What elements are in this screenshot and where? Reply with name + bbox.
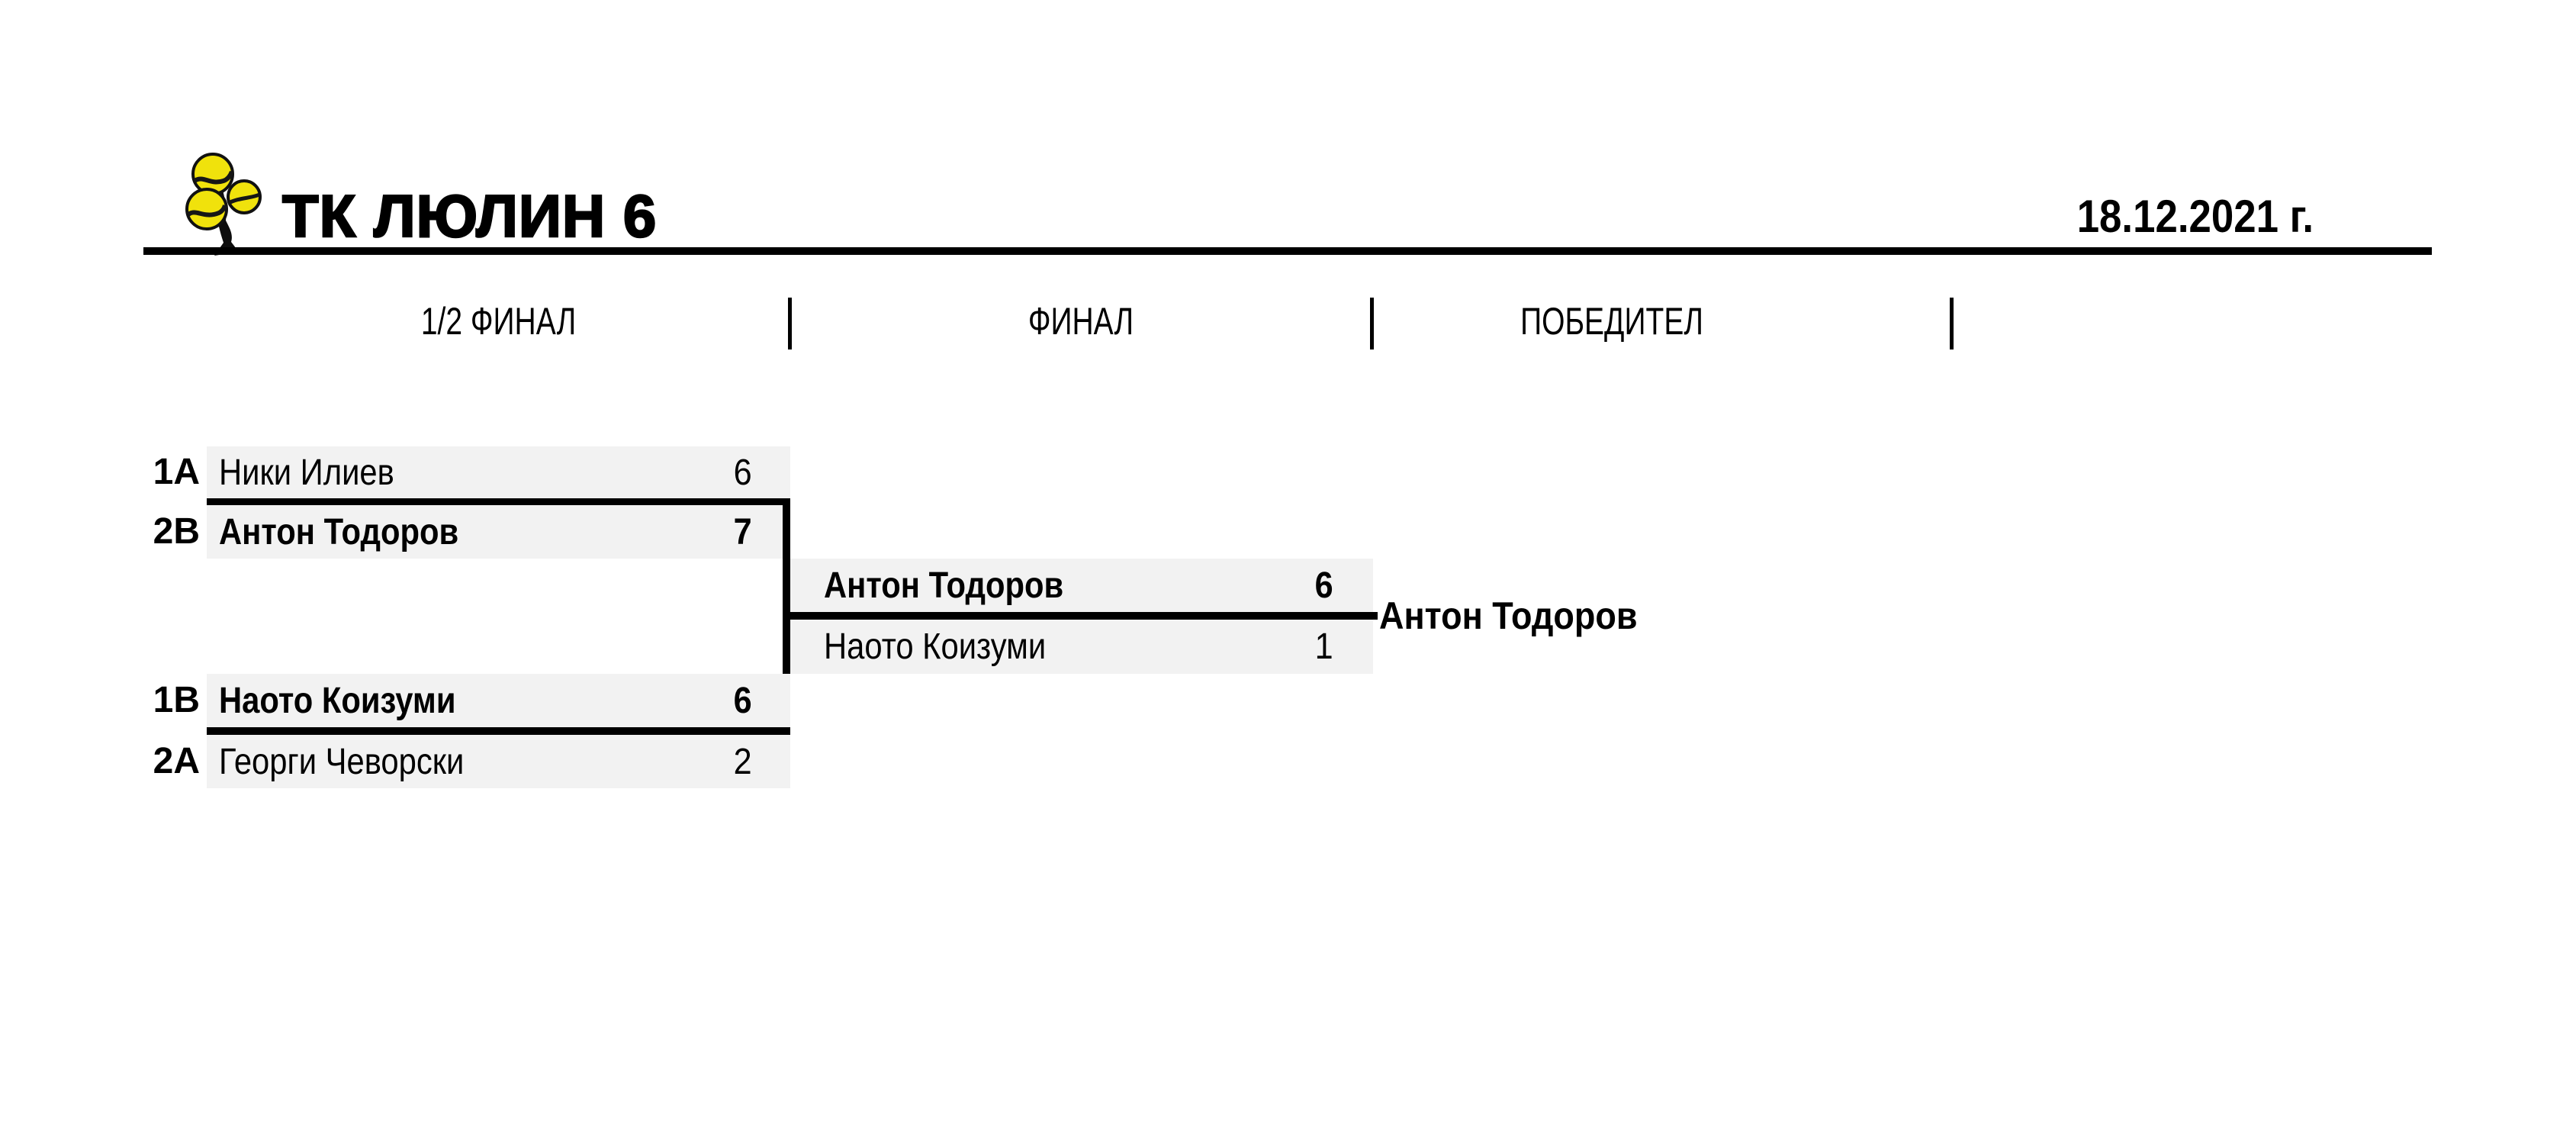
player-name: Наото Коизуми <box>824 626 1047 667</box>
final-match: Антон Тодоров 6 Наото Коизуми 1 <box>790 559 1378 674</box>
winner-line <box>207 727 790 735</box>
semifinal-2-match: Наото Коизуми 6 Георги Чеворски 2 <box>207 674 790 788</box>
round-header-semifinal: 1/2 ФИНАЛ <box>420 300 577 343</box>
tennis-balls-icon <box>185 153 262 256</box>
round-header-winner: ПОБЕДИТЕЛ <box>1520 300 1703 343</box>
winner-line <box>207 498 790 505</box>
player-row: Наото Коизуми 1 <box>790 620 1373 674</box>
player-row: Антон Тодоров 7 <box>207 505 790 559</box>
round-separator-bar <box>1950 298 1954 349</box>
header-rule <box>143 247 2432 255</box>
player-score: 7 <box>733 511 752 552</box>
player-name: Ники Илиев <box>219 452 394 493</box>
club-title: ТК ЛЮЛИН 6 <box>281 182 658 250</box>
player-score: 6 <box>733 680 752 721</box>
player-score: 2 <box>733 741 752 782</box>
champion-name: Антон Тодоров <box>1379 594 1638 637</box>
semifinal-1-match: Ники Илиев 6 Антон Тодоров 7 <box>207 446 790 559</box>
round-separator-bar <box>788 298 792 349</box>
seed-label: 1A <box>153 452 200 492</box>
tournament-date: 18.12.2021 г. <box>2076 191 2314 242</box>
player-name: Антон Тодоров <box>824 565 1064 606</box>
player-row: Ники Илиев 6 <box>207 446 790 498</box>
winner-line <box>790 612 1378 620</box>
player-row: Антон Тодоров 6 <box>790 559 1373 612</box>
seed-label: 2B <box>153 511 200 552</box>
seed-label: 2A <box>153 741 200 781</box>
player-name: Наото Коизуми <box>219 680 456 721</box>
player-score: 6 <box>733 452 752 493</box>
player-name: Антон Тодоров <box>219 511 459 552</box>
round-header-final: ФИНАЛ <box>1028 300 1134 343</box>
round-separator-bar <box>1370 298 1374 349</box>
player-score: 6 <box>1314 565 1333 606</box>
player-row: Георги Чеворски 2 <box>207 735 790 788</box>
player-score: 1 <box>1314 626 1333 667</box>
seed-label: 1B <box>153 680 200 720</box>
player-row: Наото Коизуми 6 <box>207 674 790 727</box>
bracket-connector-line <box>783 498 790 735</box>
player-name: Георги Чеворски <box>219 741 465 782</box>
